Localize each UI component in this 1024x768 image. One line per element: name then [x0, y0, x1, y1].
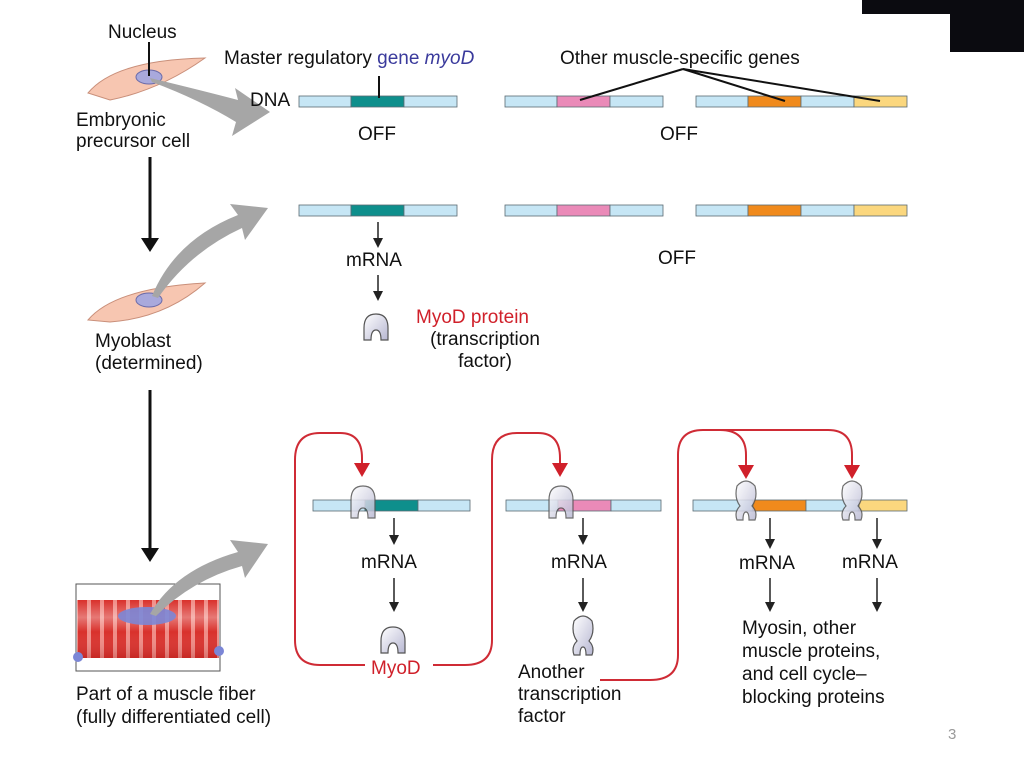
myod-state-off: OFF	[358, 124, 396, 145]
myod-protein-label: MyoD protein	[416, 307, 529, 328]
muscle-gene-segment	[853, 95, 908, 108]
myod-protein-icon	[380, 626, 406, 654]
gene-pointer-line	[579, 68, 684, 101]
embryonic-cell-label-line2: precursor cell	[76, 131, 191, 152]
dna-backbone	[609, 95, 664, 108]
master-gene-label: Master regulatory gene myoD	[224, 48, 474, 70]
mrna-label: mRNA	[551, 552, 607, 573]
muscle-gene-segment	[858, 499, 908, 512]
muscle-fiber-label-line2: (fully differentiated cell)	[76, 707, 272, 728]
expression-arrow-icon	[152, 204, 268, 298]
dna-backbone	[610, 499, 662, 512]
protein-desc-line2: factor)	[458, 351, 512, 372]
dna-strand-myod-row1	[298, 95, 458, 108]
tf-activation-branch	[719, 429, 754, 479]
dna-backbone	[800, 204, 855, 217]
myod-gene-segment	[350, 95, 405, 108]
bound-tf-icon	[841, 480, 863, 521]
dna-strand-other2-row1	[695, 95, 908, 108]
muscle-gene-segment	[752, 499, 807, 512]
myod-gene-segment	[350, 204, 405, 217]
other-genes-label: Other muscle-specific genes	[560, 48, 800, 69]
dna-label: DNA	[250, 90, 291, 111]
other-genes-state-off-row2: OFF	[658, 248, 696, 269]
master-gene-label-gene: gene	[377, 48, 425, 69]
products-line1: Myosin, other	[742, 618, 857, 639]
myod-autoregulation-loop	[294, 432, 370, 666]
tf-label-line1: Another	[518, 662, 585, 683]
dna-backbone	[695, 95, 749, 108]
bound-myod-icon	[350, 485, 376, 519]
dna-backbone	[298, 204, 352, 217]
dna-strand-other2-row3	[692, 499, 908, 512]
dna-backbone	[417, 499, 471, 512]
dna-backbone	[504, 95, 558, 108]
dna-strand-myod-row2	[298, 204, 458, 217]
mrna-label: mRNA	[842, 552, 898, 573]
dna-backbone	[695, 204, 749, 217]
mrna-label: mRNA	[739, 553, 795, 574]
dna-strand-other-row3	[505, 499, 662, 512]
muscle-gene-segment	[853, 204, 908, 217]
products-line2: muscle proteins,	[742, 641, 881, 662]
muscle-gene-segment	[556, 204, 611, 217]
embryonic-precursor-cell	[87, 42, 207, 101]
tf-label-line3: factor	[518, 706, 566, 727]
photo-mask	[862, 14, 950, 52]
transcription-factor-icon	[572, 615, 594, 656]
slide-number: 3	[948, 726, 957, 743]
myoblast-cell	[86, 282, 207, 323]
dna-strand-other2-row2	[695, 204, 908, 217]
products-line4: blocking proteins	[742, 687, 885, 708]
myoblast-label-line2: (determined)	[95, 353, 203, 374]
tf-activation-loop	[600, 429, 860, 681]
embryonic-cell-label-line1: Embryonic	[76, 110, 166, 131]
myod-protein-icon	[363, 313, 389, 341]
other-genes-state-off: OFF	[660, 124, 698, 145]
muscle-gene-segment	[556, 95, 611, 108]
expression-arrow-icon	[150, 78, 270, 136]
gene-pointer-line	[682, 68, 881, 102]
dna-backbone	[298, 95, 352, 108]
myod-label: MyoD	[371, 658, 421, 679]
dna-strand-other-row2	[504, 204, 664, 217]
master-gene-label-prefix: Master regulatory	[224, 48, 378, 69]
dna-strand-other-row1	[504, 95, 664, 108]
dna-strand-myod-row3	[312, 499, 471, 512]
expression-arrow-icon	[150, 540, 268, 616]
dna-backbone	[403, 95, 458, 108]
myoblast-label-line1: Myoblast	[95, 331, 172, 352]
bound-tf-icon	[735, 480, 757, 521]
myod-activation-loop	[433, 432, 568, 666]
myod-gene-name: myoD	[424, 48, 475, 69]
products-line3: and cell cycle–	[742, 664, 867, 685]
protein-desc-line1: (transcription	[430, 329, 540, 350]
tf-label-line2: transcription	[518, 684, 622, 705]
muscle-fiber-image	[73, 583, 224, 672]
dna-backbone	[800, 95, 855, 108]
mrna-label: mRNA	[361, 552, 417, 573]
dna-backbone	[504, 204, 558, 217]
gene-pointer-line	[682, 68, 786, 102]
dna-backbone	[609, 204, 664, 217]
nucleus-label: Nucleus	[108, 22, 177, 43]
bound-myod-icon	[548, 485, 574, 519]
dna-backbone	[403, 204, 458, 217]
muscle-gene-segment	[747, 204, 802, 217]
muscle-fiber-label-line1: Part of a muscle fiber	[76, 684, 256, 705]
mrna-label: mRNA	[346, 250, 402, 271]
